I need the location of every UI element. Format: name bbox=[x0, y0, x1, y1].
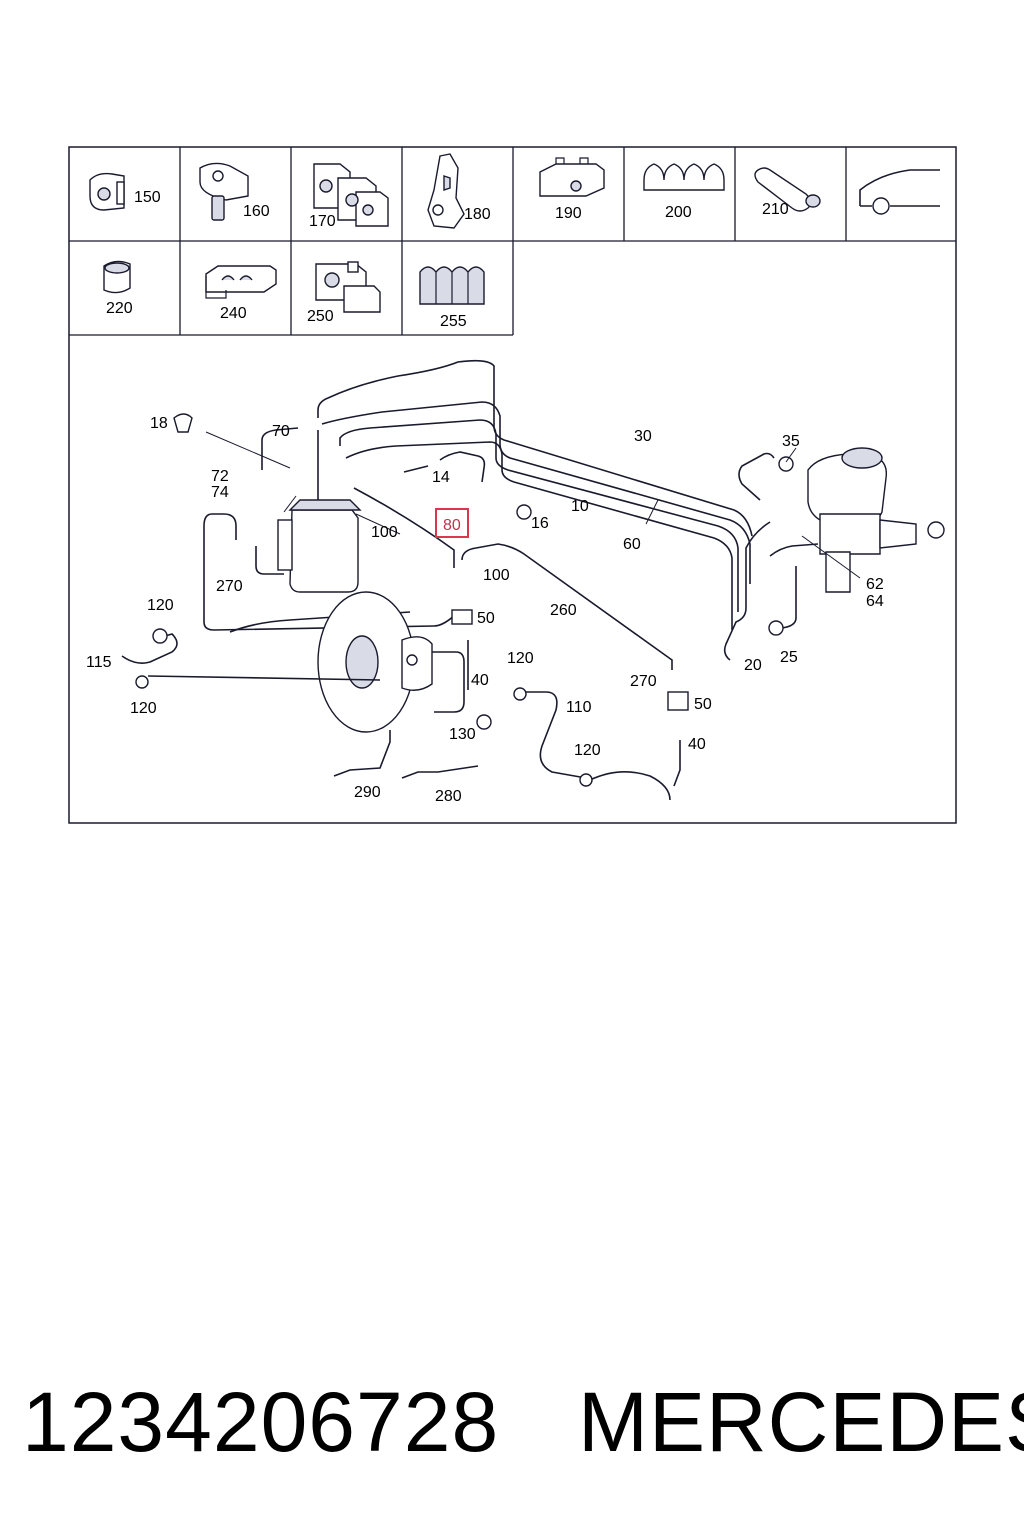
callout-80-highlighted: 80 bbox=[443, 517, 461, 534]
legend-label-150: 150 bbox=[134, 189, 161, 206]
brand-name: MERCEDES bbox=[578, 1375, 1024, 1469]
callout-72: 72 bbox=[211, 468, 229, 485]
footer: 1234206728 MERCEDES bbox=[0, 1372, 1024, 1472]
clip-180-icon bbox=[427, 153, 465, 229]
callout-25: 25 bbox=[780, 649, 798, 666]
rear-hoses bbox=[121, 413, 794, 801]
clip-200-icon bbox=[643, 163, 725, 191]
callout-30: 30 bbox=[634, 428, 652, 445]
callout-14: 14 bbox=[432, 469, 450, 486]
legend-label-255: 255 bbox=[440, 313, 467, 330]
clip-160-icon bbox=[199, 162, 249, 221]
callout-74: 74 bbox=[211, 484, 229, 501]
legend-label-210: 210 bbox=[762, 201, 789, 218]
legend-label-170: 170 bbox=[309, 213, 336, 230]
sleeve-210-icon bbox=[754, 167, 821, 212]
clip-255-icon bbox=[419, 266, 485, 305]
clip-170-icon bbox=[313, 163, 389, 227]
legend-label-220: 220 bbox=[106, 300, 133, 317]
brake-disc bbox=[317, 591, 465, 733]
callout-120-d: 120 bbox=[574, 742, 601, 759]
callout-70: 70 bbox=[272, 423, 290, 440]
callout-130: 130 bbox=[449, 726, 476, 743]
hydraulic-unit bbox=[255, 499, 362, 593]
callout-50-b: 50 bbox=[694, 696, 712, 713]
callout-40-b: 40 bbox=[688, 736, 706, 753]
clip-220-icon bbox=[103, 260, 131, 294]
callout-260: 260 bbox=[550, 602, 577, 619]
callout-110: 110 bbox=[566, 699, 592, 716]
callout-40-a: 40 bbox=[471, 672, 489, 689]
callout-100-upper: 100 bbox=[371, 524, 398, 541]
callout-270-left: 270 bbox=[216, 578, 243, 595]
callout-100-lower: 100 bbox=[483, 567, 510, 584]
callout-120-a: 120 bbox=[147, 597, 174, 614]
callout-50-a: 50 bbox=[477, 610, 495, 627]
callout-60: 60 bbox=[623, 536, 641, 553]
callout-115: 115 bbox=[86, 654, 112, 671]
clip-250-icon bbox=[315, 261, 381, 313]
highlight-box-80 bbox=[435, 508, 469, 538]
callout-120-b: 120 bbox=[507, 650, 534, 667]
callout-270-right: 270 bbox=[630, 673, 657, 690]
callout-62: 62 bbox=[866, 576, 884, 593]
clip-190-icon bbox=[539, 157, 605, 197]
callout-35: 35 bbox=[782, 433, 800, 450]
callout-280: 280 bbox=[435, 788, 462, 805]
clip-150-icon bbox=[89, 172, 125, 211]
legend-label-200: 200 bbox=[665, 204, 692, 221]
callout-10: 10 bbox=[571, 498, 589, 515]
legend-label-250: 250 bbox=[307, 308, 334, 325]
master-cylinder bbox=[807, 447, 945, 593]
clip-240-icon bbox=[205, 265, 277, 299]
legend-grid bbox=[69, 147, 956, 336]
brake-lines bbox=[203, 359, 819, 670]
callout-64: 64 bbox=[866, 593, 884, 610]
legend-label-190: 190 bbox=[555, 205, 582, 222]
callout-20: 20 bbox=[744, 657, 762, 674]
legend-label-180: 180 bbox=[464, 206, 491, 223]
vehicle-silhouette-icon bbox=[859, 169, 940, 215]
callout-290: 290 bbox=[354, 784, 381, 801]
legend-label-160: 160 bbox=[243, 203, 270, 220]
callout-120-c: 120 bbox=[130, 700, 157, 717]
part-number: 1234206728 bbox=[22, 1375, 500, 1469]
leader-lines bbox=[205, 431, 861, 579]
callout-18: 18 bbox=[150, 415, 168, 432]
legend-label-240: 240 bbox=[220, 305, 247, 322]
callout-16: 16 bbox=[531, 515, 549, 532]
